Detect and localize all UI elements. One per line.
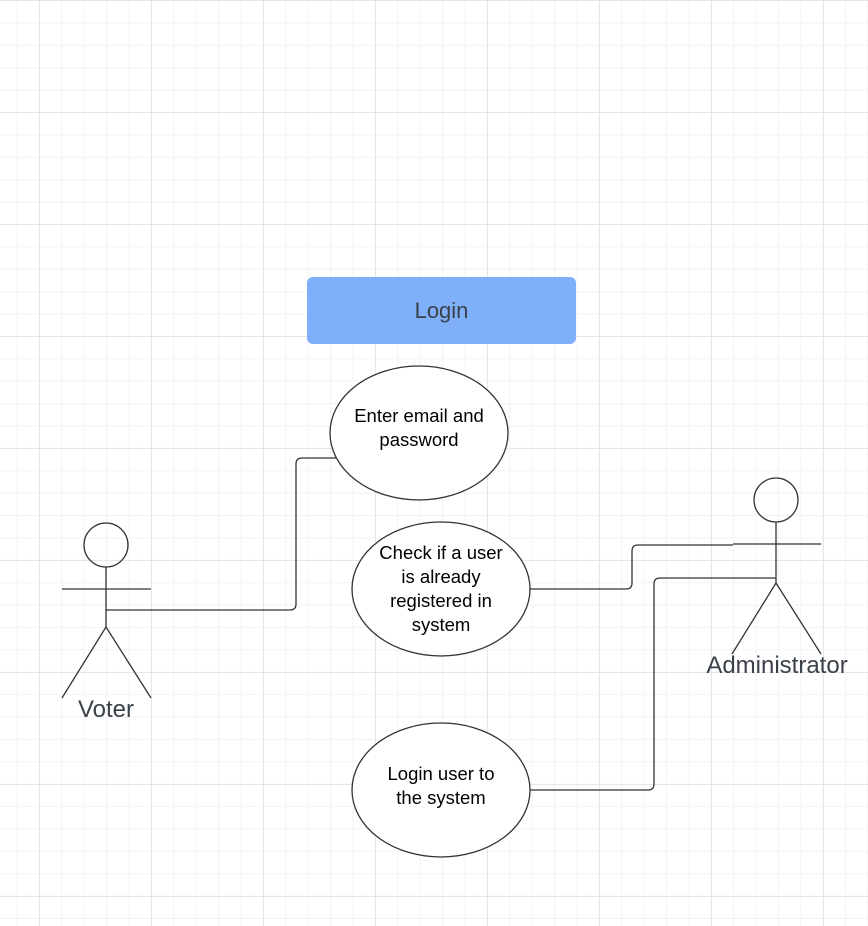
usecase-check-registered: Check if a user is already registered in…: [352, 522, 530, 656]
usecase-check-registered-label: Check if a user is already registered in…: [379, 542, 503, 635]
usecase-login-user-label: Login user to the system: [387, 763, 495, 808]
administrator-label: Administrator: [706, 652, 848, 679]
voter-left-leg: [61, 626, 107, 699]
usecase-login-user: Login user to the system: [352, 723, 530, 857]
diagram-title: Login: [414, 297, 469, 323]
usecase-enter-credentials-label: Enter email and password: [354, 405, 484, 450]
administrator-actor[interactable]: [731, 477, 822, 655]
diagram-title-box[interactable]: Login: [307, 277, 576, 344]
connector-voter-to-enter-credentials[interactable]: [106, 457, 336, 611]
usecase-enter-credentials: Enter email and password: [330, 366, 508, 500]
voter-right-leg: [105, 626, 152, 699]
administrator-left-leg: [731, 582, 777, 655]
connector-login-user-to-administrator[interactable]: [530, 577, 776, 791]
administrator-right-leg: [775, 582, 822, 655]
connector-check-registered-to-administrator[interactable]: [530, 544, 733, 590]
voter-label: Voter: [77, 696, 135, 723]
voter-actor[interactable]: [61, 522, 152, 699]
administrator-head: [753, 477, 799, 523]
usecase-enter-credentials-shape[interactable]: [329, 365, 509, 501]
voter-head: [83, 522, 129, 568]
